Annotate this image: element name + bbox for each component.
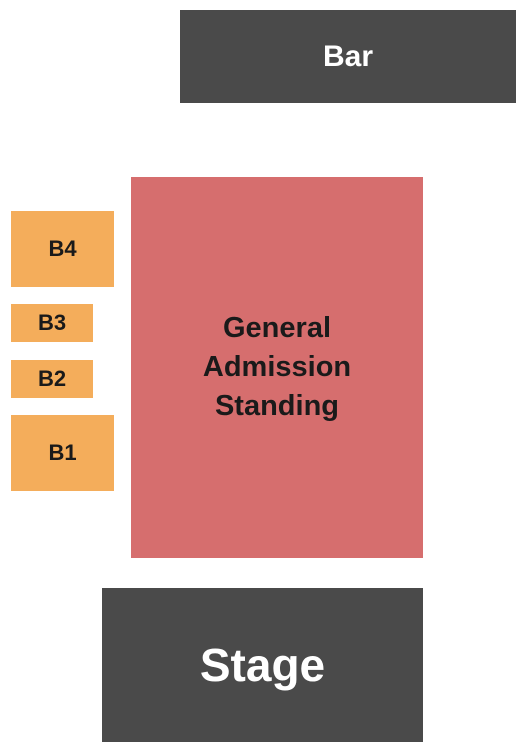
booth-b3-label: B3 (37, 310, 67, 335)
booth-b1[interactable]: B1 (11, 415, 114, 491)
booth-b4-label: B4 (48, 236, 77, 261)
bar-area: Bar (180, 10, 516, 103)
general-admission-label: General Admission Standing (203, 309, 351, 426)
stage-area: Stage (102, 588, 423, 742)
booth-b1-label: B1 (48, 440, 77, 465)
booth-b2-label: B2 (37, 366, 67, 391)
booth-b4[interactable]: B4 (11, 211, 114, 287)
booth-b3[interactable]: B3 (11, 304, 93, 342)
general-admission-section[interactable]: General Admission Standing (131, 177, 423, 558)
ga-label-line-3: Standing (214, 390, 340, 422)
stage-label: Stage (199, 639, 326, 691)
ga-label-line-1: General (223, 312, 331, 344)
bar-label: Bar (322, 39, 374, 73)
ga-label-line-2: Admission (202, 351, 352, 383)
booth-b2[interactable]: B2 (11, 360, 93, 398)
